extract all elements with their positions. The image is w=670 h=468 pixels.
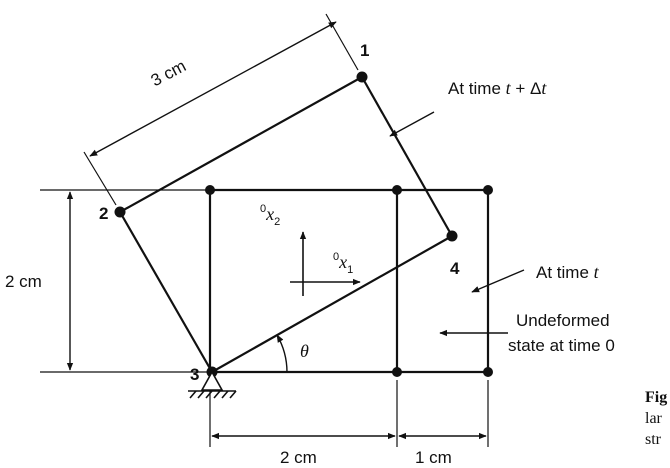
node-2-label: 2 xyxy=(99,204,108,223)
edge-2-3 xyxy=(119,211,213,373)
mesh-node-dot xyxy=(392,367,402,377)
mesh-node-dot xyxy=(483,367,493,377)
edge-3-4 xyxy=(211,235,453,373)
dim-bottom-left-label: 2 cm xyxy=(280,448,317,467)
time-t-label: At time t xyxy=(536,262,600,282)
time-dt-label: At time t + Δt xyxy=(448,78,547,98)
leader-time-dt xyxy=(389,111,435,137)
node-1-label: 1 xyxy=(360,41,369,60)
element-at-time-t xyxy=(119,76,453,373)
undeformed-mesh xyxy=(208,188,490,374)
mesh-node-dot xyxy=(205,185,215,195)
leader-arrows xyxy=(389,111,525,337)
axis-x1-label: 0x1 xyxy=(333,251,353,276)
node-1-dot xyxy=(356,71,368,83)
caption-line3: str xyxy=(645,431,662,448)
dim-top-label: 3 cm xyxy=(148,56,189,90)
pin-support xyxy=(188,370,237,399)
extension-lines xyxy=(40,13,489,447)
leader-time-t xyxy=(471,269,525,293)
axis-x2-label: 0x2 xyxy=(260,203,280,228)
node-3-label: 3 xyxy=(190,365,199,384)
dim-top-line xyxy=(89,21,337,157)
edge-2-1 xyxy=(119,76,363,213)
theta-arc xyxy=(276,334,288,373)
dim-left-label: 2 cm xyxy=(5,272,42,291)
mesh-node-dot xyxy=(392,185,402,195)
undeformed-label-line2: state at time 0 xyxy=(508,336,615,355)
dim-bottom-right-label: 1 cm xyxy=(415,448,452,467)
theta-label: θ xyxy=(300,341,309,361)
node-4-label: 4 xyxy=(450,259,460,278)
caption-fig: Fig xyxy=(645,389,667,406)
dimension-lines xyxy=(66,21,487,440)
node-4-dot xyxy=(446,230,458,242)
mesh-node-dot xyxy=(483,185,493,195)
node-2-dot xyxy=(114,206,126,218)
node-dots xyxy=(114,71,493,378)
undeformed-label-line1: Undeformed xyxy=(516,311,610,330)
coordinate-axes xyxy=(290,231,361,296)
caption-line2: lar xyxy=(645,410,663,427)
edge-1-4 xyxy=(361,76,453,237)
